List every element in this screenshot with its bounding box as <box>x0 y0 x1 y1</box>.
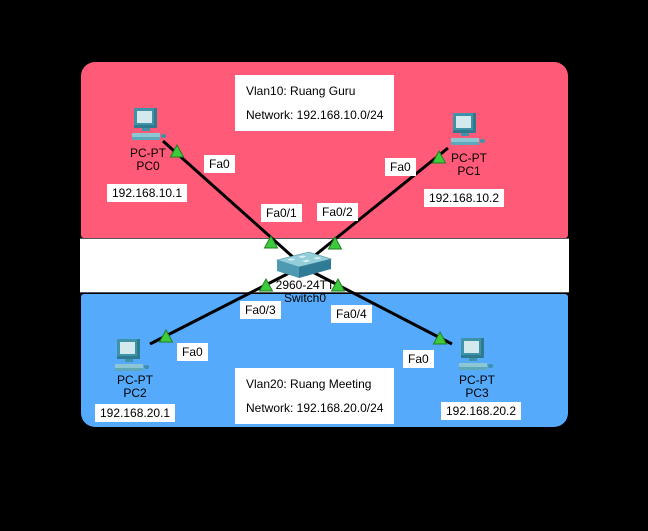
cable-pc3-switch[interactable] <box>302 265 453 346</box>
pc3-name: PC3 <box>465 386 489 400</box>
pc0-name: PC0 <box>136 159 160 173</box>
pc3-icon[interactable] <box>455 335 495 377</box>
vlan10-note-title: Vlan10: Ruang Guru <box>246 84 356 98</box>
link-up-triangle-icon <box>169 143 185 158</box>
pc0-port-label: Fa0 <box>204 155 235 173</box>
pc3-port-label: Fa0 <box>403 350 434 368</box>
pc3-type: PC-PT <box>459 373 495 387</box>
link-up-triangle-icon <box>327 235 343 250</box>
pc2-port-label: Fa0 <box>177 343 208 361</box>
link-up-triangle-icon <box>258 277 274 292</box>
cable-pc1-switch[interactable] <box>302 146 449 267</box>
pc0-label: PC-PT PC0 <box>108 147 188 173</box>
pc0-type: PC-PT <box>130 146 166 160</box>
pc2-label: PC-PT PC2 <box>95 374 175 400</box>
switch-icon[interactable] <box>275 249 333 281</box>
pc2-icon[interactable] <box>111 336 151 378</box>
pc1-label: PC-PT PC1 <box>429 152 509 178</box>
switch-port-fa02-label: Fa0/2 <box>317 203 358 221</box>
cable-pc0-switch[interactable] <box>162 139 304 268</box>
switch-port-fa03-label: Fa0/3 <box>240 301 281 319</box>
switch-port-fa04-label: Fa0/4 <box>331 305 372 323</box>
pc1-ip-label: 192.168.10.2 <box>424 189 505 207</box>
pc0-icon[interactable] <box>128 105 168 147</box>
pc2-type: PC-PT <box>117 373 153 387</box>
vlan10-note-network: Network: 192.168.10.0/24 <box>246 108 384 122</box>
pc1-type: PC-PT <box>451 151 487 165</box>
link-up-triangle-icon <box>431 149 447 164</box>
vlan20-note: Vlan20: Ruang Meeting Network: 192.168.2… <box>235 368 395 424</box>
switch-model: 2960-24TT <box>275 278 335 292</box>
pc2-name: PC2 <box>123 386 147 400</box>
pc1-port-label: Fa0 <box>385 158 416 176</box>
pc1-name: PC1 <box>457 164 481 178</box>
vlan20-note-network: Network: 192.168.20.0/24 <box>246 401 384 415</box>
link-up-triangle-icon <box>158 328 174 343</box>
pc1-icon[interactable] <box>447 110 487 152</box>
link-up-triangle-icon <box>263 234 279 249</box>
switch-port-fa01-label: Fa0/1 <box>261 204 302 222</box>
vlan20-note-title: Vlan20: Ruang Meeting <box>246 377 372 391</box>
switch-model-label: 2960-24TT Switch0 <box>253 279 357 305</box>
cable-pc2-switch[interactable] <box>149 264 304 346</box>
link-up-triangle-icon <box>432 330 448 345</box>
switch-name: Switch0 <box>283 291 327 305</box>
pc0-ip-label: 192.168.10.1 <box>107 184 188 202</box>
vlan10-note: Vlan10: Ruang Guru Network: 192.168.10.0… <box>235 75 395 131</box>
pc3-ip-label: 192.168.20.2 <box>441 402 522 420</box>
pc2-ip-label: 192.168.20.1 <box>95 404 176 422</box>
pc3-label: PC-PT PC3 <box>437 374 517 400</box>
link-up-triangle-icon <box>330 277 346 292</box>
